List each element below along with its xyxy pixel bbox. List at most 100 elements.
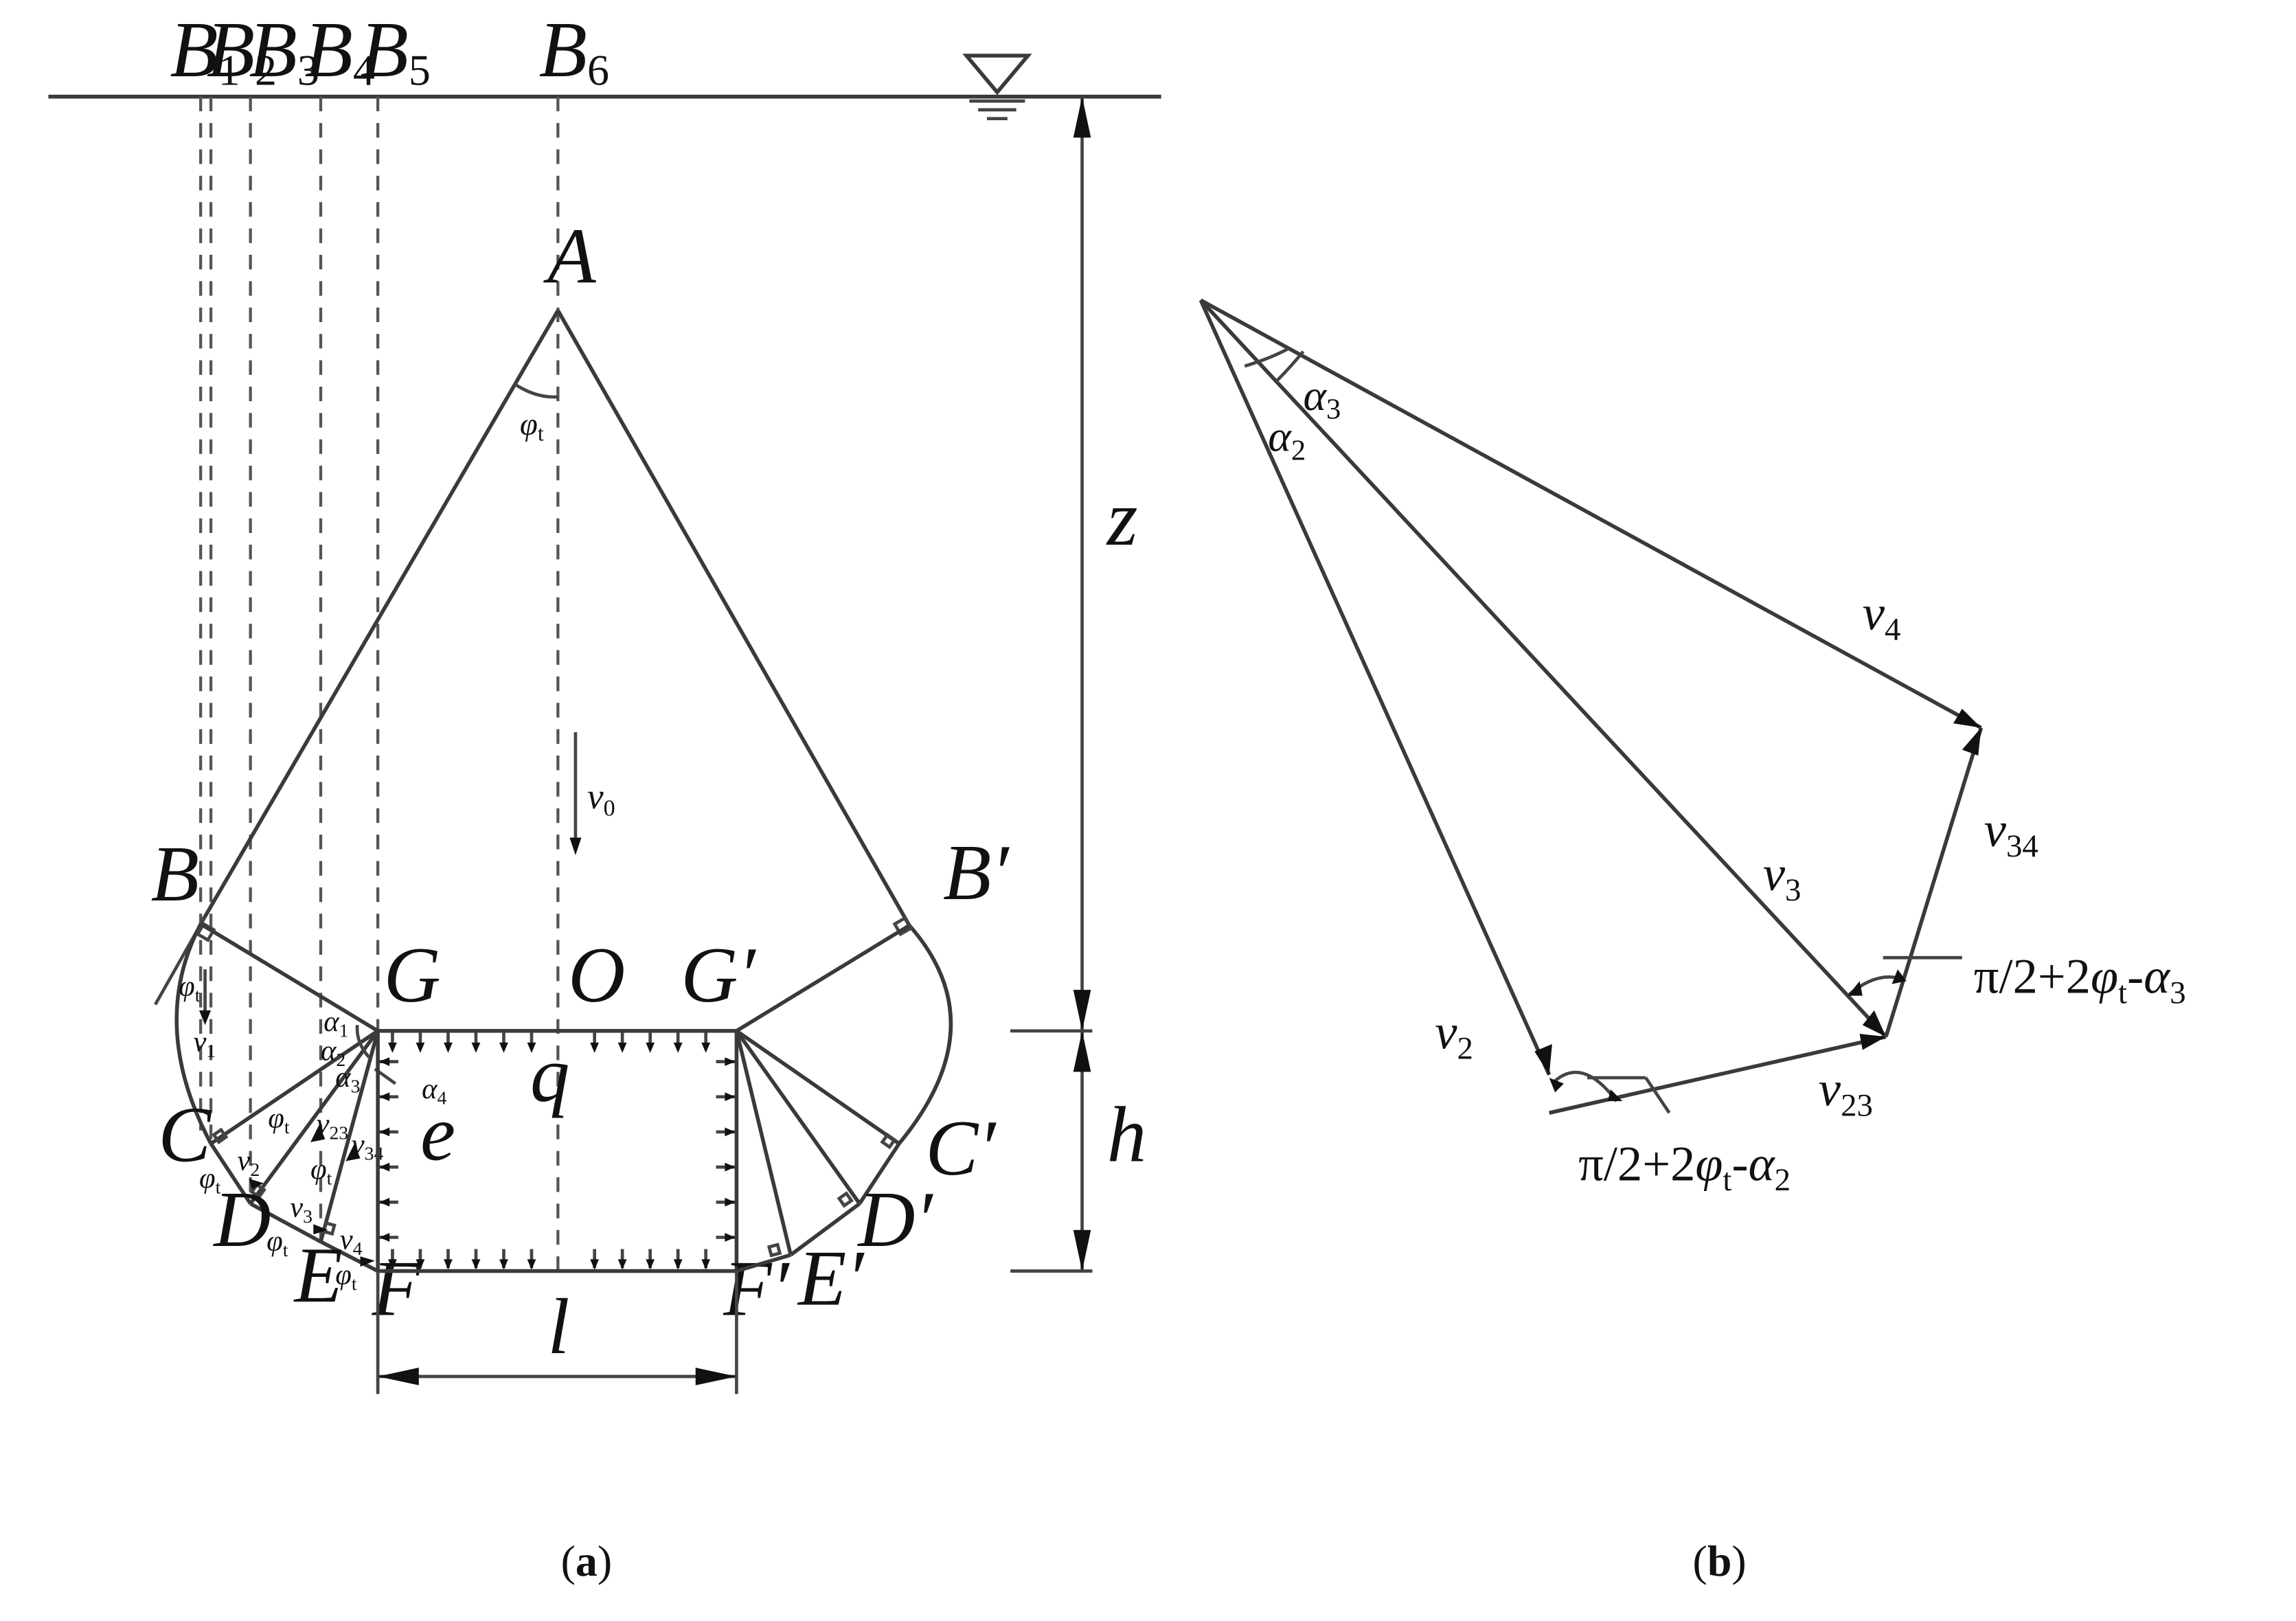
label-alpha-2-b: α2 [1268, 412, 1306, 467]
radial-line-ge [319, 1030, 380, 1243]
tunnel-section [376, 1029, 739, 1273]
label-b-prime: B′ [943, 828, 1010, 916]
label-phi-g: φt [335, 1259, 357, 1295]
label-b4: B4 [305, 5, 375, 95]
boundary-ef [319, 1240, 379, 1273]
label-e: E [293, 1231, 343, 1319]
dimension-arrow-z-bottom [1073, 990, 1091, 1031]
dimension-arrow-z-top [1073, 96, 1091, 138]
radial-line-bg [199, 922, 379, 1033]
vector-v2 [1198, 299, 1551, 1076]
label-c: C [158, 1091, 212, 1179]
label-a: A [543, 212, 596, 299]
angle-arc-v3-v34-arrow-1 [1848, 981, 1863, 996]
label-alpha-3-b: α3 [1303, 371, 1341, 426]
label-c-prime: C′ [925, 1104, 997, 1192]
label-alpha-4: α4 [422, 1073, 446, 1109]
label-alpha-2: α2 [321, 1034, 345, 1070]
label-g-prime: G′ [681, 931, 756, 1019]
label-l: l [547, 1282, 569, 1370]
label-g: G [384, 931, 441, 1019]
label-b5: B5 [361, 5, 431, 95]
label-angle-v2-v23: π/2+2φt-α2 [1578, 1135, 1791, 1198]
vector-v4 [1199, 298, 1982, 729]
right-angle-mark-c-prime [880, 1132, 897, 1150]
label-v34-b: v34 [1984, 802, 2038, 864]
label-b: B [151, 830, 199, 918]
boundary-e-prime-f-prime [736, 1253, 792, 1273]
vector-v34 [1884, 727, 1984, 1038]
angle-arc-alpha-3 [1275, 350, 1305, 382]
radial-line-gd [249, 1030, 380, 1205]
panel-b: α2 α3 v2 v3 v4 v23 v34 π/2+2φt-α2 π/2+2φ… [1198, 298, 2186, 1585]
water-level-icon [962, 54, 1032, 121]
right-angle-mark-e-prime [766, 1243, 782, 1258]
boundary-d-prime-e-prime [789, 1202, 861, 1257]
v0-arrowhead [569, 837, 582, 856]
label-alpha-3: α3 [335, 1061, 360, 1097]
label-phi-b: φt [179, 971, 201, 1006]
right-angle-mark-d [249, 1182, 266, 1199]
dimension-arrow-h-top [1073, 1030, 1091, 1072]
angle-arc-phi-a [513, 382, 558, 399]
vector-v3-arrowhead [1862, 1010, 1886, 1037]
radial-line-g-prime-b-prime [735, 923, 911, 1033]
label-b1: B1 [170, 5, 240, 95]
label-v4: v4 [340, 1224, 363, 1260]
label-o: O [568, 931, 625, 1019]
radial-line-g-prime-e-prime [734, 1030, 793, 1256]
panel-a: B1 B2 B3 B4 B5 B6 A φt B C D E F G α1 [48, 5, 1161, 1585]
vector-v2-arrowhead [1534, 1044, 1552, 1075]
v4-arrowhead [360, 1256, 375, 1267]
v1-arrowhead [199, 1010, 212, 1025]
vector-v23-arrowhead [1859, 1034, 1886, 1050]
vector-v4-arrowhead [1953, 708, 1981, 728]
v3-arrowhead [313, 1224, 328, 1235]
label-q: q [530, 1030, 570, 1118]
label-b6: B6 [539, 5, 609, 95]
caption-a: (a) [561, 1537, 613, 1585]
label-v1: v1 [194, 1026, 216, 1062]
label-v3-b: v3 [1763, 846, 1801, 908]
label-phi-e: φt [310, 1153, 332, 1189]
radial-line-g-prime-c-prime [735, 1029, 900, 1146]
dimension-arrow-l-left [378, 1368, 419, 1385]
label-e-pressure: e [420, 1089, 455, 1177]
arc-bc [174, 922, 213, 1145]
label-v3: v3 [290, 1192, 312, 1227]
label-angle-v3-v34: π/2+2φt-α3 [1974, 948, 2186, 1010]
angle-arc-v2-v23-arrow-1 [1549, 1078, 1564, 1093]
right-angle-mark-d-prime [837, 1191, 854, 1208]
label-v2-b: v2 [1435, 1004, 1473, 1066]
label-alpha-1: α1 [323, 1006, 348, 1041]
leader-angle-v2-v23-b [1644, 1076, 1671, 1114]
vector-v3 [1199, 299, 1888, 1039]
boundary-cd [209, 1142, 252, 1205]
dimension-arrow-h-bottom [1073, 1229, 1091, 1271]
left-pressure-arrows [379, 1057, 398, 1242]
arc-b-prime-c-prime [897, 924, 953, 1145]
label-v2: v2 [237, 1144, 260, 1180]
boundary-de [249, 1201, 322, 1244]
slip-line-ab-prime [556, 309, 911, 927]
vector-v34-arrowhead [1962, 727, 1981, 756]
right-pressure-arrows [716, 1057, 736, 1242]
angle-arc-v3-v34-arrow-2 [1891, 969, 1907, 984]
angle-arc-v2-v23-arrow-2 [1607, 1089, 1623, 1102]
label-phi-d: φt [199, 1162, 221, 1198]
v2-arrowhead [249, 1179, 264, 1190]
angle-arc-v2-v23 [1551, 1070, 1618, 1102]
label-b3: B3 [249, 5, 319, 95]
label-v0: v0 [587, 776, 615, 821]
bottom-pressure-arrows [388, 1249, 711, 1270]
right-angle-mark-e [321, 1221, 337, 1236]
label-e-prime: E′ [797, 1234, 865, 1322]
label-d-prime: D′ [856, 1175, 933, 1263]
label-phi-a: φt [520, 407, 544, 446]
label-d: D [212, 1175, 271, 1263]
dimension-arrow-l-right [695, 1368, 737, 1385]
angle-arc-alpha-2 [1244, 347, 1290, 368]
caption-b: (b) [1693, 1537, 1747, 1585]
right-angle-mark-c [212, 1127, 229, 1144]
